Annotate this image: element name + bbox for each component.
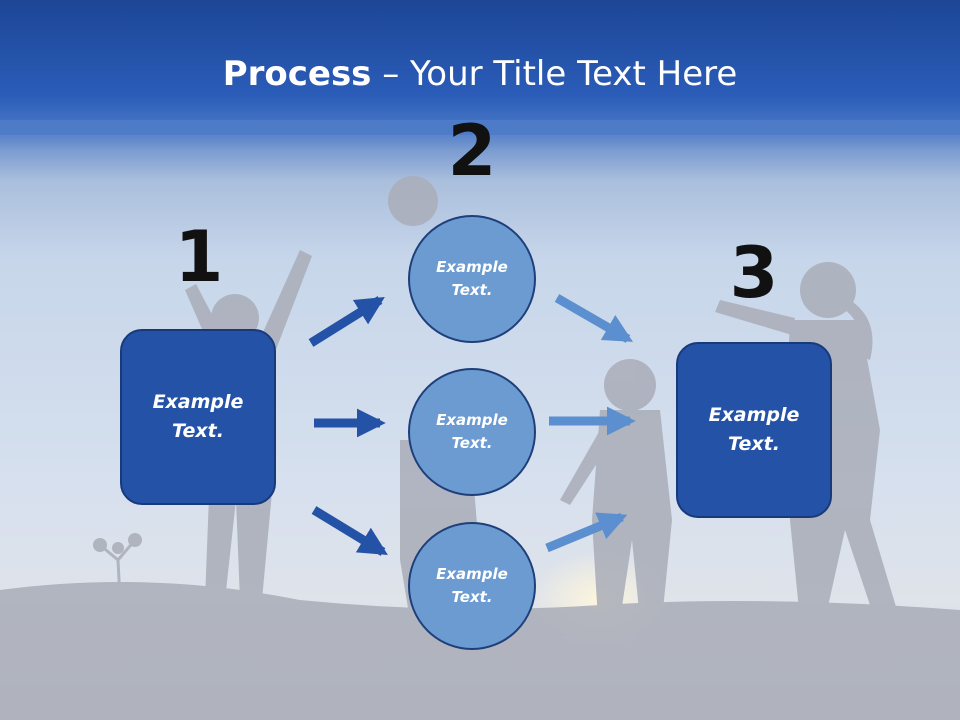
circle-top-line1: Example [436, 258, 508, 276]
slide-title: Process – Your Title Text Here [0, 52, 960, 96]
circle-bottom[interactable]: Example Text. [408, 522, 536, 650]
right-box-line2: Text. [728, 433, 780, 455]
left-box-line1: Example [152, 391, 244, 413]
circle-middle-line2: Text. [451, 434, 493, 452]
arrow-to-top-circle [308, 296, 385, 347]
step-number-1: 1 [174, 216, 224, 298]
step-number-2: 2 [447, 110, 497, 192]
arrow-bottom-to-right [545, 512, 628, 553]
circle-bottom-line1: Example [436, 565, 508, 583]
header-band [0, 0, 960, 135]
title-rest: – Your Title Text Here [371, 54, 738, 94]
circle-middle[interactable]: Example Text. [408, 368, 536, 496]
arrow-top-to-right [554, 294, 633, 343]
left-box-line2: Text. [172, 420, 224, 442]
boy-silhouette [560, 359, 672, 620]
ball-shape [388, 176, 438, 226]
circle-top-line2: Text. [451, 281, 493, 299]
circle-top[interactable]: Example Text. [408, 215, 536, 343]
left-box[interactable]: Example Text. [120, 329, 276, 505]
right-box-line1: Example [708, 404, 800, 426]
ground-shape [0, 582, 960, 720]
header-fade [0, 120, 960, 180]
arrow-to-bottom-circle [311, 506, 388, 556]
circle-middle-line1: Example [436, 411, 508, 429]
step-number-3: 3 [729, 232, 779, 314]
right-box[interactable]: Example Text. [676, 342, 832, 518]
circle-bottom-line2: Text. [451, 588, 493, 606]
title-bold: Process [222, 54, 372, 94]
